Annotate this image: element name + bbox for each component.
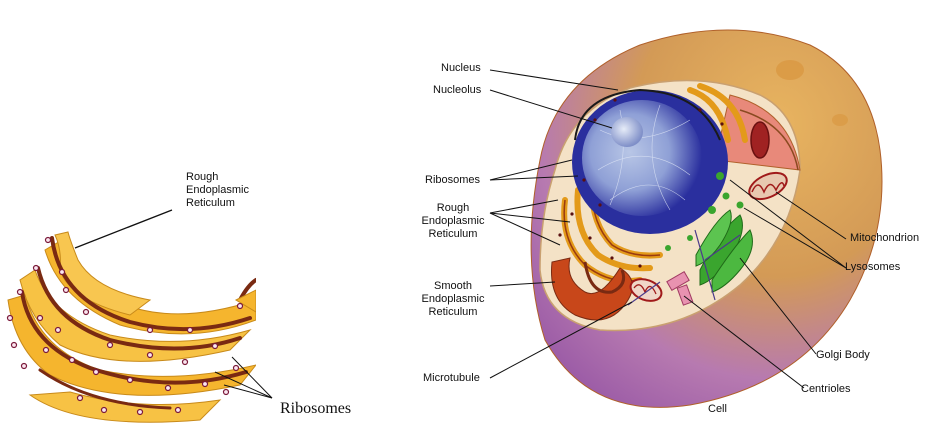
er-cisterna bbox=[28, 391, 222, 423]
rer-label-line: Reticulum bbox=[186, 197, 235, 209]
ribosomes-leader-line bbox=[214, 371, 273, 399]
er-cisterna bbox=[7, 294, 256, 396]
lysosome-dots bbox=[665, 172, 744, 251]
label-line: Smooth bbox=[434, 280, 472, 292]
label-line: Rough bbox=[436, 202, 470, 214]
label-line: Endoplasmic bbox=[421, 293, 485, 305]
rer-label-line: Rough bbox=[186, 171, 219, 183]
label-line: Endoplasmic bbox=[421, 215, 485, 227]
ribosome-dots-cell bbox=[558, 98, 724, 268]
animal-cell-illustration bbox=[489, 29, 883, 408]
nucleolus-organelle bbox=[611, 117, 643, 147]
rer-label-left: Rough Endoplasmic Reticulum bbox=[186, 171, 249, 210]
er-cisterna bbox=[19, 269, 252, 362]
ribosomes-label-left: Ribosomes bbox=[280, 400, 352, 417]
label-smooth-er: Smooth Endoplasmic Reticulum bbox=[417, 280, 489, 319]
ribosomes-leader-line bbox=[231, 356, 273, 399]
cell-leader-lines bbox=[489, 69, 847, 389]
label-line: Reticulum bbox=[428, 306, 478, 318]
label-nucleus: Nucleus bbox=[441, 62, 481, 74]
label-golgi-body: Golgi Body bbox=[816, 349, 870, 361]
label-cell: Cell bbox=[708, 403, 727, 415]
er-cisterna bbox=[54, 231, 152, 316]
golgi-body-organelle bbox=[695, 209, 753, 293]
label-nucleolus: Nucleolus bbox=[433, 84, 482, 96]
microtubule-organelle bbox=[627, 229, 741, 306]
ribosomes-leader-line bbox=[223, 384, 273, 399]
label-mitochondrion: Mitochondrion bbox=[850, 232, 920, 244]
rer-leader-line bbox=[74, 209, 173, 249]
rough-er-closeup bbox=[6, 209, 273, 423]
label-rough-er: Rough Endoplasmic Reticulum bbox=[417, 202, 489, 241]
ribosome-dots bbox=[6, 236, 244, 416]
label-ribosomes: Ribosomes bbox=[425, 174, 481, 186]
mitochondrion-organelle bbox=[629, 121, 788, 302]
rer-label-line: Endoplasmic bbox=[186, 184, 249, 196]
label-line: Reticulum bbox=[428, 228, 478, 240]
label-lysosomes: Lysosomes bbox=[845, 261, 901, 273]
label-centrioles: Centrioles bbox=[801, 383, 851, 395]
label-microtubule: Microtubule bbox=[423, 372, 480, 384]
